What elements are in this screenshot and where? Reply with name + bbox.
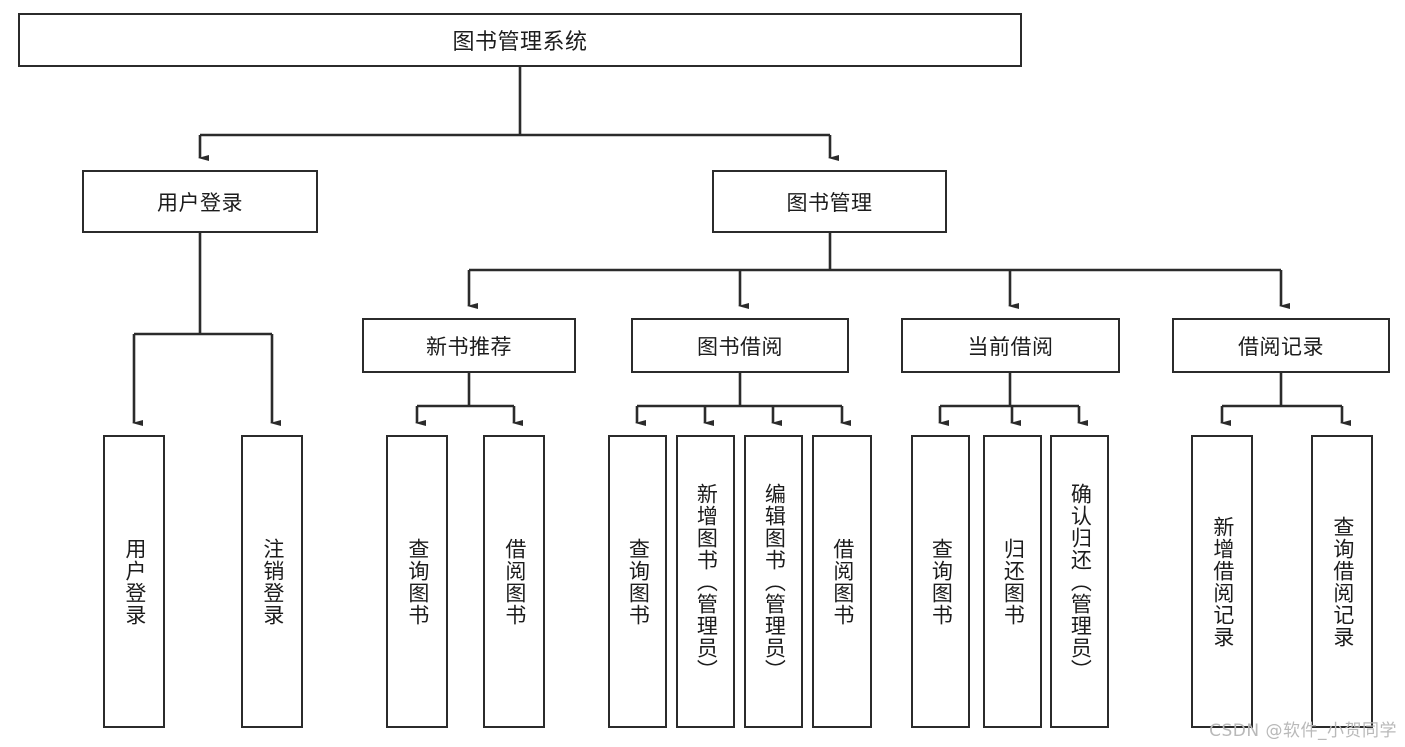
leaf-node[interactable]: 确认归还（管理员）	[1050, 435, 1109, 728]
node-root[interactable]: 图书管理系统	[18, 13, 1022, 67]
leaf-node[interactable]: 查询图书	[608, 435, 667, 728]
leaf-node-label: 借阅图书	[502, 537, 527, 626]
node-user-login[interactable]: 用户登录	[82, 170, 318, 233]
leaf-node[interactable]: 查询图书	[386, 435, 448, 728]
leaf-node[interactable]: 新增图书（管理员）	[676, 435, 735, 728]
leaf-node[interactable]: 新增借阅记录	[1191, 435, 1253, 728]
node-book-borrow-label: 图书借阅	[697, 334, 783, 359]
leaf-node-label: 查询图书	[405, 537, 430, 626]
leaf-node-label: 新增图书（管理员）	[694, 482, 719, 681]
leaf-node[interactable]: 查询图书	[911, 435, 970, 728]
leaf-node-label: 编辑图书（管理员）	[762, 482, 787, 681]
leaf-node-label: 确认归还（管理员）	[1068, 482, 1093, 681]
leaf-node-label: 注销登录	[260, 537, 285, 626]
leaf-node[interactable]: 用户登录	[103, 435, 165, 728]
leaf-node[interactable]: 归还图书	[983, 435, 1042, 728]
leaf-node-label: 新增借阅记录	[1210, 515, 1235, 648]
leaf-node-label: 归还图书	[1001, 537, 1026, 626]
leaf-node-label: 查询借阅记录	[1330, 515, 1355, 648]
node-root-label: 图书管理系统	[452, 30, 588, 55]
leaf-node-label: 借阅图书	[830, 537, 855, 626]
node-new-book-recommend-label: 新书推荐	[426, 334, 512, 359]
node-new-book-recommend[interactable]: 新书推荐	[362, 318, 576, 373]
leaf-node[interactable]: 注销登录	[241, 435, 303, 728]
leaf-node[interactable]: 编辑图书（管理员）	[744, 435, 803, 728]
leaf-node-label: 查询图书	[929, 537, 954, 626]
node-user-login-label: 用户登录	[157, 190, 243, 215]
leaf-node-label: 查询图书	[626, 537, 651, 626]
node-current-borrow[interactable]: 当前借阅	[901, 318, 1120, 373]
leaf-node-label: 用户登录	[122, 537, 147, 626]
node-book-management[interactable]: 图书管理	[712, 170, 947, 233]
node-current-borrow-label: 当前借阅	[967, 334, 1054, 359]
node-book-borrow[interactable]: 图书借阅	[631, 318, 849, 373]
leaf-node[interactable]: 借阅图书	[812, 435, 872, 728]
node-borrow-records-label: 借阅记录	[1238, 334, 1324, 359]
leaf-node[interactable]: 查询借阅记录	[1311, 435, 1373, 728]
leaf-node[interactable]: 借阅图书	[483, 435, 545, 728]
watermark: CSDN @软件_小贺同学	[1209, 721, 1397, 741]
node-borrow-records[interactable]: 借阅记录	[1172, 318, 1390, 373]
node-book-management-label: 图书管理	[786, 190, 873, 215]
